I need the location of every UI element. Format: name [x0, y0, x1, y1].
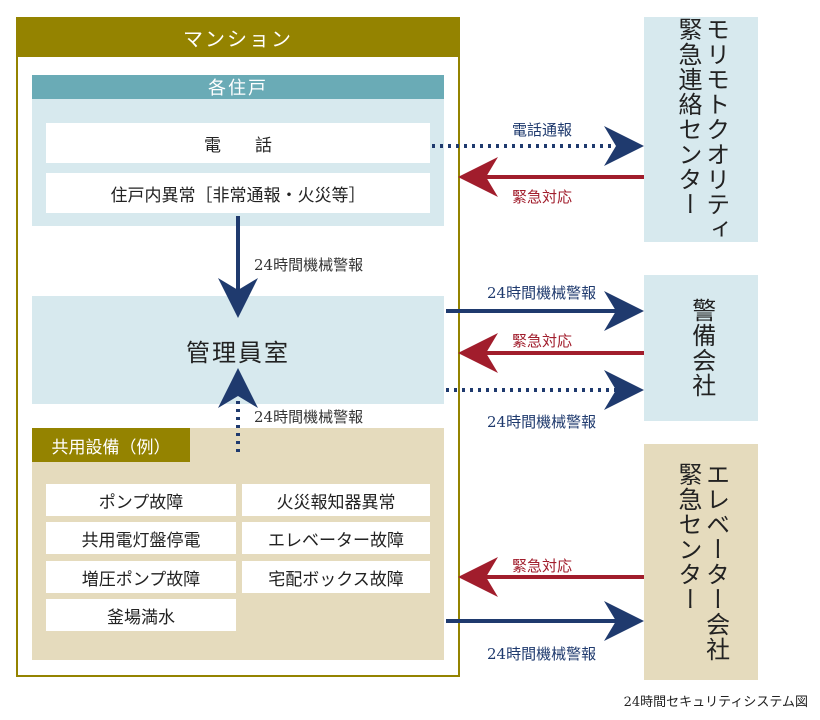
- shared-item: 増圧ポンプ故障: [46, 561, 236, 593]
- label-alarm-elevator: 24時間機械警報: [487, 645, 597, 663]
- label-alarm-security: 24時間機械警報: [487, 284, 597, 302]
- diagram-caption: 24時間セキュリティシステム図: [623, 695, 808, 710]
- elevator-center: エレベーター会社 緊急センター: [644, 444, 758, 680]
- security-company: 警備会社: [644, 275, 758, 421]
- morimoto-center: モリモトクオリティ 緊急連絡センター: [644, 17, 758, 242]
- shared-item: ポンプ故障: [46, 484, 236, 516]
- phone-box: 電 話: [46, 123, 430, 163]
- unit-abnormal-box: 住戸内異常［非常通報・火災等］: [46, 173, 430, 213]
- shared-item: 宅配ボックス故障: [242, 561, 430, 593]
- security-company-label: 警備会社: [687, 298, 716, 398]
- label-emergency-security: 緊急対応: [512, 332, 573, 350]
- shared-item: 火災報知器異常: [242, 484, 430, 516]
- shared-item: 釜場満水: [46, 599, 236, 631]
- morimoto-center-label: モリモトクオリティ 緊急連絡センター: [674, 17, 730, 242]
- label-alarm-security-2: 24時間機械警報: [487, 413, 597, 431]
- shared-facilities-title: 共用設備（例）: [32, 428, 190, 462]
- mansion-title: マンション: [16, 17, 460, 57]
- unit-title: 各住戸: [32, 75, 444, 99]
- shared-item: エレベーター故障: [242, 522, 430, 554]
- label-alarm-unit: 24時間機械警報: [254, 256, 364, 274]
- shared-item: 共用電灯盤停電: [46, 522, 236, 554]
- label-emergency-elevator: 緊急対応: [512, 557, 573, 575]
- elevator-center-label: エレベーター会社 緊急センター: [674, 462, 730, 662]
- label-phone-report: 電話通報: [512, 121, 573, 139]
- label-alarm-shared: 24時間機械警報: [254, 408, 364, 426]
- label-emergency-morimoto: 緊急対応: [512, 188, 573, 206]
